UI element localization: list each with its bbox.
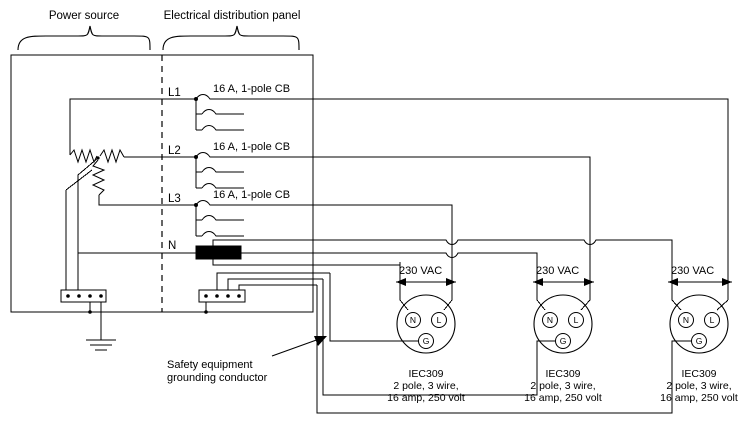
outlet-2-spec-line2: 16 amp, 250 volt xyxy=(524,392,602,404)
outlet-1-spec-line2: 16 amp, 250 volt xyxy=(387,392,465,404)
phase-label-l3: L3 xyxy=(168,193,181,205)
outlet-iec309-3[interactable]: N L G IEC309 2 pole, 3 wire, 16 amp, 250… xyxy=(660,294,738,404)
outlet-2-type: IEC309 xyxy=(545,368,580,380)
outlet-1-terminal-g: G xyxy=(423,336,430,346)
neutral-runs xyxy=(313,239,673,270)
outlet-3-terminal-n: N xyxy=(683,315,689,325)
neutral-label-n: N xyxy=(168,240,176,252)
outlet-2-spec-line1: 2 pole, 3 wire, xyxy=(530,380,595,392)
outlet-3-terminal-g: G xyxy=(696,336,703,346)
source-ground-bar xyxy=(60,289,116,351)
outlet-3-spec-line1: 2 pole, 3 wire, xyxy=(666,380,731,392)
breaker-label-l2: 16 A, 1-pole CB xyxy=(213,141,290,153)
outlet-1-terminal-n: N xyxy=(410,315,416,325)
phase-bus-lines xyxy=(162,98,196,254)
wye-transformer-symbol xyxy=(69,148,125,196)
outlet-1-spec-line1: 2 pole, 3 wire, xyxy=(393,380,458,392)
outlet-3-spec-line2: 16 amp, 250 volt xyxy=(660,392,738,404)
neutral-bus-bar xyxy=(195,239,313,266)
feeder-l1-run xyxy=(238,98,729,253)
voltage-dimension-3: 230 VAC xyxy=(668,262,732,290)
outlet-2-terminal-l: L xyxy=(574,315,579,325)
outlet-2-terminal-n: N xyxy=(547,315,553,325)
outlet-iec309-1[interactable]: N L G IEC309 2 pole, 3 wire, 16 amp, 250… xyxy=(387,294,465,404)
breaker-group-l2[interactable]: 16 A, 1-pole CB xyxy=(194,141,290,189)
safety-ground-label-line2: grounding conductor xyxy=(167,372,268,384)
outlet-1-terminal-l: L xyxy=(437,315,442,325)
safety-ground-callout: Safety equipment grounding conductor xyxy=(167,336,327,384)
brace-power-source xyxy=(17,25,151,51)
breaker-label-l3: 16 A, 1-pole CB xyxy=(213,189,290,201)
breaker-group-l3[interactable]: 16 A, 1-pole CB xyxy=(194,189,290,237)
equipment-grounding-conductors xyxy=(316,273,691,414)
feeder-l3-run xyxy=(238,204,453,253)
voltage-dimension-2: 230 VAC xyxy=(533,262,594,290)
safety-ground-label-line1: Safety equipment xyxy=(167,359,253,371)
outlet-2-terminal-g: G xyxy=(560,336,567,346)
feeder-l2-run xyxy=(238,156,591,253)
transformer-leads xyxy=(65,98,162,292)
heading-power-source: Power source xyxy=(49,10,119,22)
phase-label-l2: L2 xyxy=(168,145,181,157)
outlet-1-type: IEC309 xyxy=(408,368,443,380)
voltage-label-3: 230 VAC xyxy=(671,265,714,277)
outlet-3-terminal-l: L xyxy=(710,315,715,325)
heading-distribution-panel: Electrical distribution panel xyxy=(164,10,301,22)
outlet-iec309-2[interactable]: N L G IEC309 2 pole, 3 wire, 16 amp, 250… xyxy=(524,294,602,404)
voltage-label-1: 230 VAC xyxy=(399,265,442,277)
phase-label-l1: L1 xyxy=(168,87,181,99)
breaker-group-l1[interactable]: 16 A, 1-pole CB xyxy=(194,83,290,131)
outlet-3-type: IEC309 xyxy=(681,368,716,380)
brace-distribution-panel xyxy=(162,25,300,51)
breaker-label-l1: 16 A, 1-pole CB xyxy=(213,83,290,95)
panel-ground-bar xyxy=(198,272,330,314)
voltage-label-2: 230 VAC xyxy=(536,265,579,277)
voltage-dimension-1: 230 VAC xyxy=(396,262,456,290)
